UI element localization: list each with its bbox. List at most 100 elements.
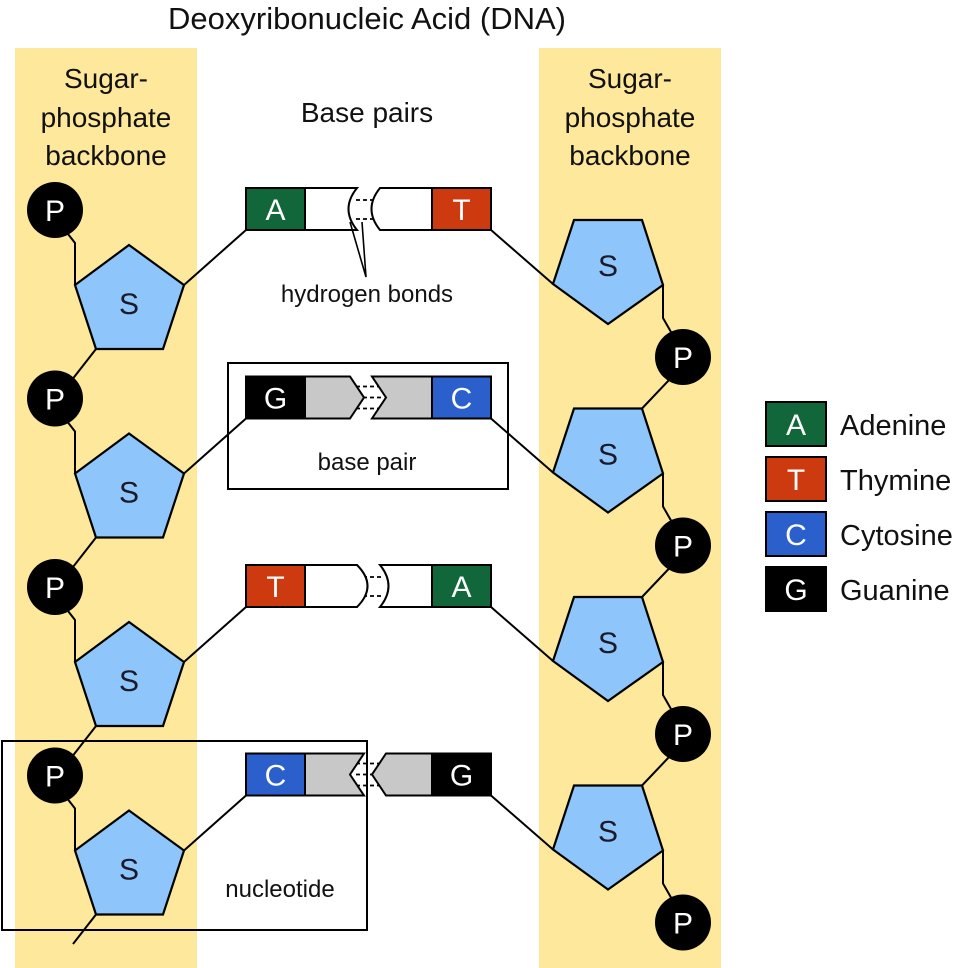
- base-pair-outline-box: [227, 362, 509, 490]
- right-heading-line-3: backbone: [569, 140, 690, 171]
- right-heading-line-2: phosphate: [565, 102, 696, 133]
- left-sugar-base-bond: [183, 606, 247, 663]
- hydrogen-bond-pointer: [349, 221, 367, 278]
- right-sugar: [551, 218, 665, 326]
- nucleotide-outline-box: [1, 740, 368, 931]
- right-sugar: [551, 407, 665, 514]
- right-phosphate-label: P: [673, 531, 693, 564]
- right-heading-line-1: Sugar-: [588, 63, 672, 94]
- left-base-letter: C: [265, 760, 287, 793]
- left-phosphate-label: P: [45, 761, 65, 794]
- right-sugar-phosphate-bond: [662, 662, 672, 710]
- right-base-C: [431, 375, 492, 420]
- right-phosphate: [655, 329, 711, 385]
- left-sugar-label: S: [119, 854, 139, 887]
- left-sugar: [73, 809, 186, 916]
- left-sugar: [73, 432, 186, 539]
- base-pairs-heading: Base pairs: [301, 97, 433, 128]
- left-base-letter: A: [265, 194, 285, 227]
- left-base-body: [304, 375, 366, 420]
- left-base-body: [304, 752, 366, 797]
- legend-swatch: [765, 511, 827, 557]
- legend-label: Adenine: [840, 410, 946, 442]
- right-phosphate-sugar-bond: [641, 378, 671, 410]
- legend-item-guanine: G Guanine: [765, 566, 950, 612]
- right-sugar-phosphate-bond: [662, 473, 672, 521]
- right-base-letter: A: [451, 571, 471, 604]
- right-base-letter: G: [450, 760, 473, 793]
- right-sugar-phosphate-bond: [662, 285, 672, 333]
- left-sugar-base-bond: [183, 794, 247, 852]
- right-phosphate: [655, 706, 711, 762]
- right-sugar-label: S: [598, 627, 618, 660]
- left-base-G: [245, 375, 306, 420]
- right-sugar-base-bond: [490, 794, 554, 851]
- left-phosphate-label: P: [45, 195, 65, 228]
- left-sugar-base-bond: [183, 229, 247, 286]
- left-sugar-label: S: [119, 665, 139, 698]
- left-sugar: [73, 620, 186, 728]
- left-sugar-phosphate-bond: [72, 725, 97, 757]
- left-sugar-label: S: [119, 477, 139, 510]
- left-phosphate: [27, 747, 83, 804]
- left-base-T: [245, 564, 306, 608]
- right-sugar: [551, 595, 665, 703]
- left-base-A: [245, 187, 306, 231]
- left-sugar: [73, 243, 186, 351]
- right-phosphate-label: P: [673, 342, 693, 375]
- legend-label: Cytosine: [840, 520, 953, 552]
- left-phosphate-sugar-bond: [67, 798, 76, 851]
- right-base-letter: T: [452, 194, 470, 227]
- right-sugar-phosphate-bond: [662, 850, 672, 898]
- legend-swatch: [765, 401, 827, 447]
- left-column-heading: Sugar- phosphate backbone: [41, 63, 172, 171]
- left-heading-line-1: Sugar-: [64, 63, 148, 94]
- right-phosphate-label: P: [673, 719, 693, 752]
- right-sugar-label: S: [598, 439, 618, 472]
- right-phosphate-sugar-bond: [641, 755, 671, 787]
- right-phosphate-sugar-bond: [641, 566, 671, 598]
- right-sugar-label: S: [598, 250, 618, 283]
- diagram-title: Deoxyribonucleic Acid (DNA): [168, 1, 566, 36]
- left-phosphate-sugar-bond: [67, 421, 76, 474]
- left-phosphate-sugar-bond: [67, 233, 76, 285]
- right-sugar: [551, 784, 665, 891]
- right-phosphate-label: P: [673, 908, 693, 941]
- hydrogen-bonds-label: hydrogen bonds: [281, 281, 453, 308]
- legend-label: Guanine: [840, 575, 950, 607]
- left-sugar-label: S: [119, 288, 139, 321]
- right-base-letter: C: [451, 383, 473, 416]
- left-sugar-phosphate-bond: [72, 913, 97, 945]
- left-phosphate: [27, 559, 83, 615]
- left-phosphate-label: P: [45, 384, 65, 417]
- right-sugar-base-bond: [490, 606, 554, 662]
- right-phosphate: [655, 517, 711, 574]
- right-base-G: [431, 752, 492, 797]
- left-phosphate-sugar-bond: [67, 610, 76, 662]
- legend-swatch: [765, 456, 827, 502]
- base-pair-label: base pair: [318, 449, 417, 476]
- left-base-letter: T: [266, 571, 284, 604]
- right-column-heading: Sugar- phosphate backbone: [565, 63, 696, 171]
- legend-swatch-letter: G: [784, 574, 807, 607]
- left-base-letter: G: [264, 383, 287, 416]
- nucleotide-label: nucleotide: [225, 876, 334, 903]
- right-base-body: [377, 564, 433, 608]
- right-base-body: [370, 752, 433, 797]
- left-base-body: [304, 564, 369, 608]
- right-sugar-base-bond: [490, 417, 554, 474]
- left-phosphate: [27, 370, 83, 427]
- right-phosphate: [655, 894, 711, 951]
- left-heading-line-3: backbone: [45, 140, 166, 171]
- legend-swatch-letter: T: [787, 464, 805, 497]
